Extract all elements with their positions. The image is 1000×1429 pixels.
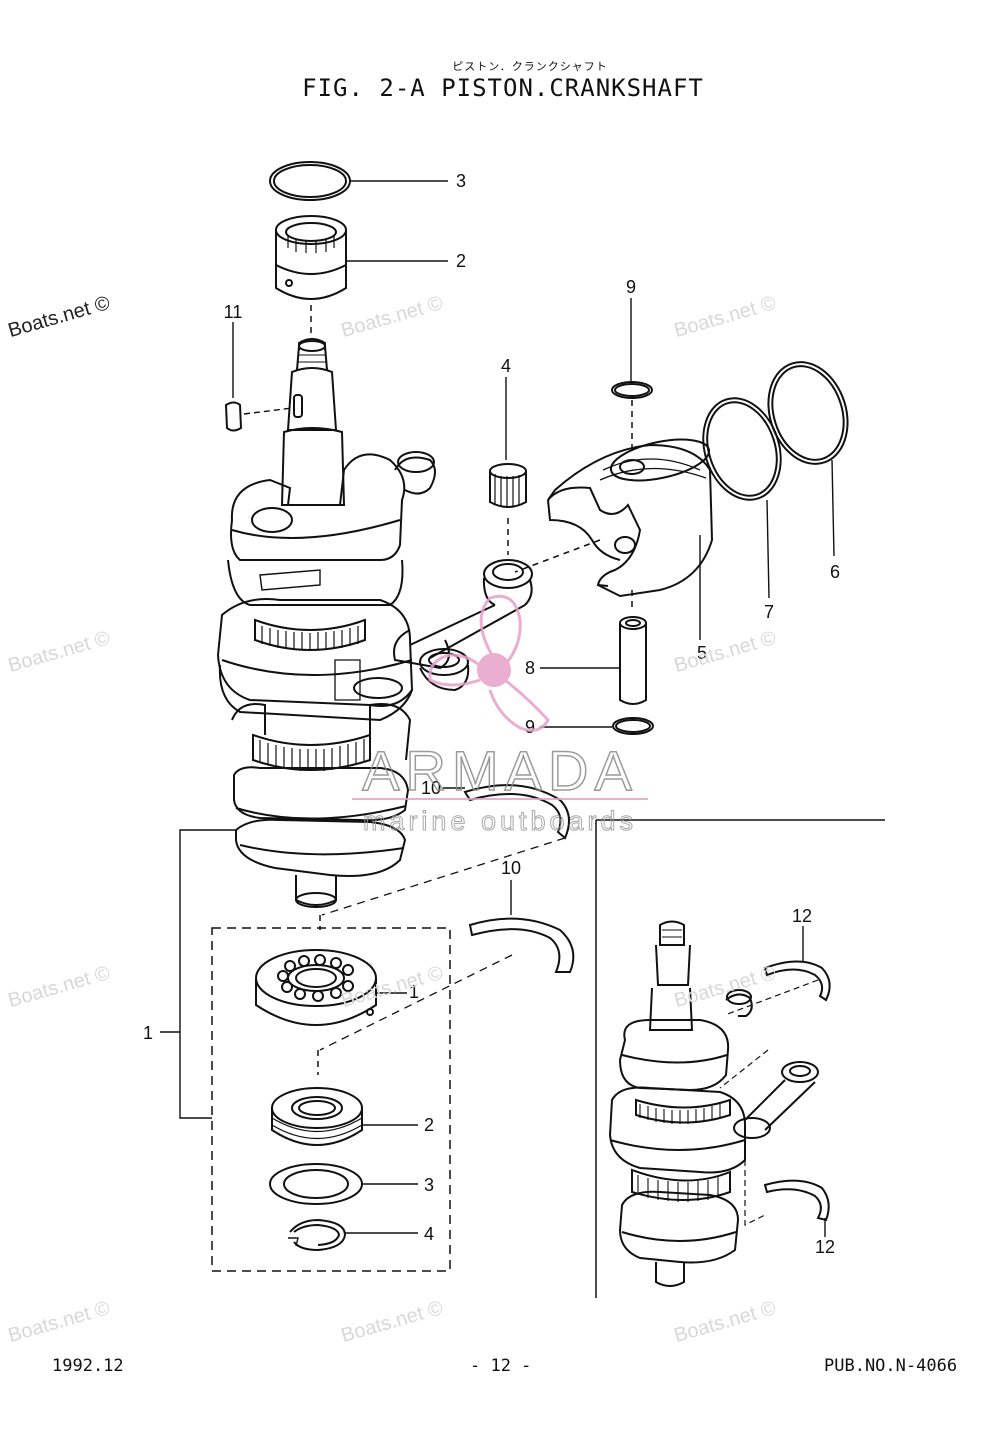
bearing-sleeve-top[interactable] — [275, 215, 347, 300]
thrust-washer-lower[interactable] — [468, 917, 575, 973]
callout-7: 7 — [764, 602, 774, 622]
callout-11: 11 — [224, 302, 243, 322]
callout-3-bottom: 3 — [424, 1175, 434, 1195]
figure-title: FIG. 2-A PISTON.CRANKSHAFT — [302, 74, 704, 102]
piston-pin[interactable] — [619, 616, 647, 705]
title-japanese: ピストン．クランクシャフト — [452, 60, 608, 73]
callout-10-a: 10 — [421, 778, 441, 798]
circlip-bottom[interactable] — [612, 717, 654, 735]
circlip-top[interactable] — [611, 381, 653, 399]
footer-date: 1992.12 — [52, 1356, 124, 1376]
woodruff-key[interactable] — [224, 401, 243, 432]
needle-bearing-small-end[interactable] — [489, 463, 527, 508]
callout-3-top: 3 — [456, 171, 466, 191]
snap-ring[interactable] — [288, 1218, 347, 1252]
callout-4-bottom: 4 — [424, 1224, 434, 1244]
piston-ring-upper[interactable] — [756, 352, 860, 474]
callout-6: 6 — [830, 562, 840, 582]
callout-5: 5 — [697, 643, 707, 663]
callout-9-bottom: 9 — [525, 717, 535, 737]
crankshaft-assembly[interactable] — [216, 338, 436, 908]
ball-bearing[interactable] — [255, 949, 377, 1026]
callout-4-top: 4 — [501, 356, 511, 376]
armada-logo-watermark: ARMADA marine outboards — [352, 594, 648, 837]
washer[interactable] — [269, 1163, 363, 1205]
thrust-washer-inset-upper[interactable] — [763, 960, 831, 1002]
logo-tagline: marine outboards — [363, 806, 637, 836]
crankshaft-variant-inset[interactable] — [608, 920, 819, 1287]
thrust-washer-inset-lower[interactable] — [763, 1179, 830, 1222]
o-ring-top[interactable] — [269, 161, 351, 201]
callout-8: 8 — [525, 658, 535, 678]
callout-2-top: 2 — [456, 251, 466, 271]
callout-1-bearing: 1 — [409, 982, 419, 1002]
connecting-rod[interactable] — [393, 559, 533, 692]
piston-ring-lower[interactable] — [691, 388, 794, 510]
callout-12-top: 12 — [792, 906, 812, 926]
callout-1-main: 1 — [143, 1023, 153, 1043]
logo-name: ARMADA — [362, 739, 638, 802]
callout-9-top: 9 — [626, 277, 636, 297]
callout-10-b: 10 — [501, 858, 521, 878]
oil-seal[interactable] — [271, 1087, 363, 1146]
callout-12-bottom: 12 — [815, 1237, 835, 1257]
footer-pub-number: PUB.NO.N-4066 — [824, 1356, 958, 1376]
callout-2-bottom: 2 — [424, 1115, 434, 1135]
footer-page-number: - 12 - — [470, 1356, 532, 1376]
bearing-kit-box — [211, 927, 451, 1272]
thrust-washer-upper[interactable] — [463, 784, 570, 840]
piston[interactable] — [547, 432, 714, 598]
